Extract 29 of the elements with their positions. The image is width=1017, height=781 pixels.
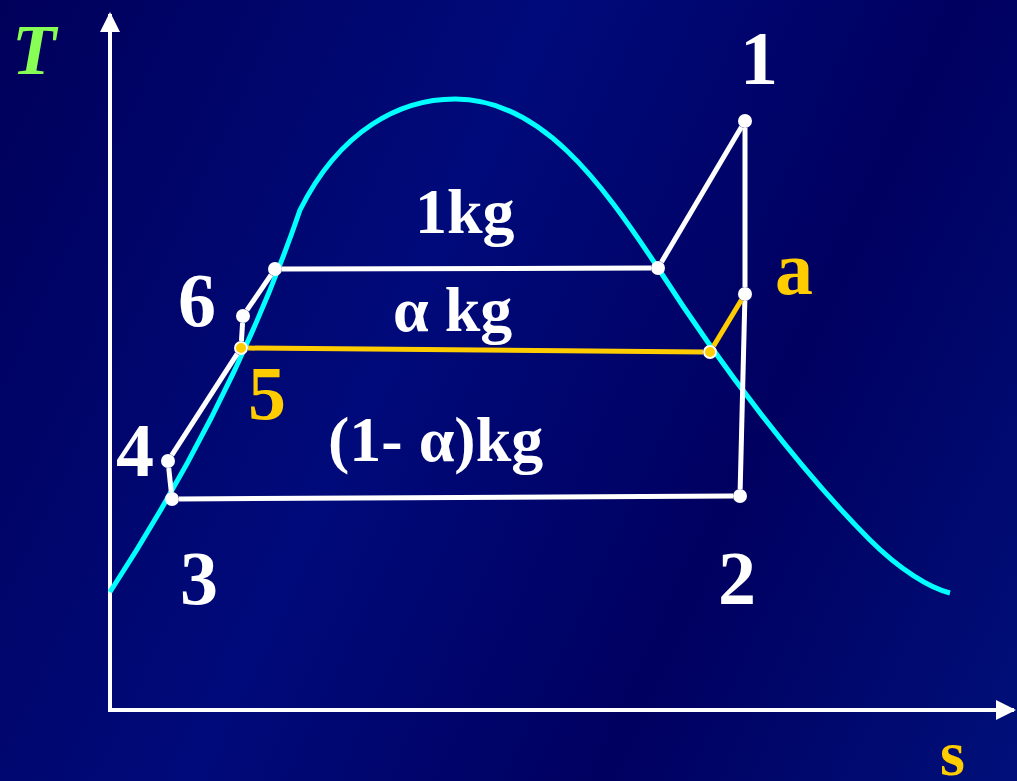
point-label: a xyxy=(775,230,813,306)
process-line xyxy=(659,125,744,264)
state-point xyxy=(236,309,250,323)
state-point xyxy=(738,287,752,301)
process-line xyxy=(244,273,274,312)
process-line xyxy=(169,352,240,457)
state-point xyxy=(161,454,175,468)
point-label: 1 xyxy=(740,20,778,96)
process-line xyxy=(179,493,733,502)
state-point xyxy=(268,262,282,276)
state-point xyxy=(651,261,665,275)
process-line xyxy=(737,300,748,490)
state-point xyxy=(165,492,179,506)
process-line xyxy=(742,128,748,287)
process-line xyxy=(711,298,744,348)
point-label: 3 xyxy=(180,540,218,616)
state-point xyxy=(738,114,752,128)
state-point xyxy=(733,489,747,503)
point-label: 5 xyxy=(248,355,286,431)
process-line xyxy=(247,345,704,355)
process-line xyxy=(282,265,651,272)
state-point xyxy=(234,341,248,355)
process-line xyxy=(238,322,246,342)
point-label: 2 xyxy=(718,540,756,616)
axis-label: s xyxy=(940,722,965,781)
state-point xyxy=(703,345,717,359)
point-label: 4 xyxy=(116,412,154,488)
point-label: 6 xyxy=(178,262,216,338)
process-line xyxy=(166,467,174,493)
